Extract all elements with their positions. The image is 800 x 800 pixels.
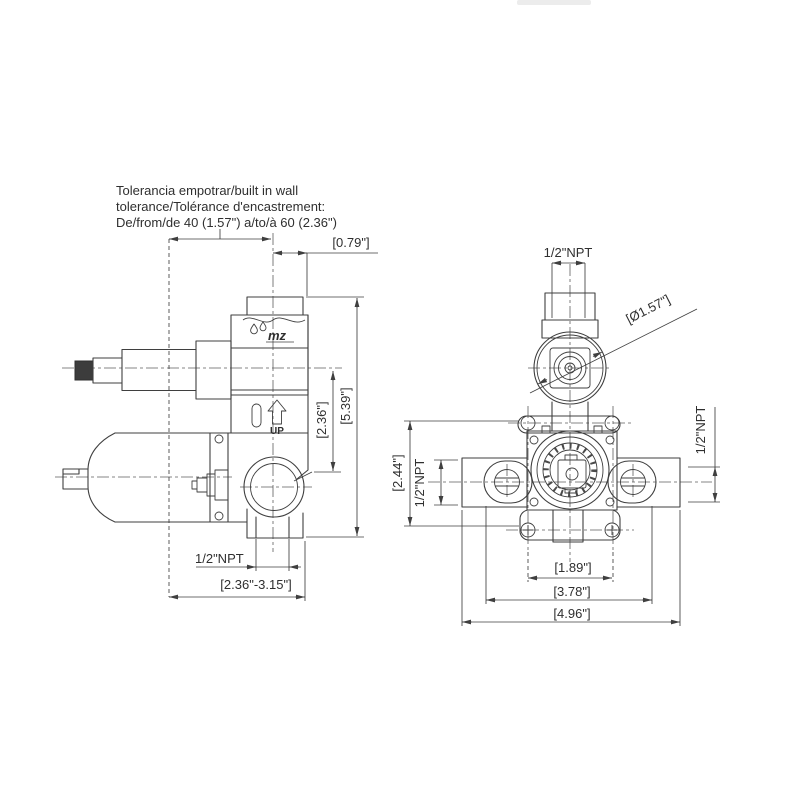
right-ear-boss [607, 460, 657, 504]
side-inlet-wings [461, 457, 681, 508]
thermostat-housing [62, 432, 211, 523]
dim-overall-height: [5.39"] [338, 387, 353, 424]
cartridge-plug [557, 459, 587, 489]
cartridge-inner [549, 449, 591, 491]
bottom-outlet-port [552, 509, 584, 543]
valve-upper-body [230, 296, 309, 396]
thermostat-bore-outer [530, 430, 610, 510]
lower-screw-cross-left [523, 525, 533, 535]
dim-depth-range: [2.36"-3.15"] [220, 577, 291, 592]
outlet-port-outer [243, 456, 305, 518]
brand-logo: mz [250, 321, 294, 343]
dim-overall-width: [4.96"] [553, 606, 590, 621]
top-inlet-pipe [541, 292, 599, 432]
right-npt-label: 1/2"NPT [693, 406, 708, 455]
lower-bracket-screw-left [520, 522, 536, 538]
tolerance-note-line1: Tolerancia empotrar/built in wall [116, 183, 298, 198]
upper-bracket-screw-left [520, 415, 536, 431]
up-label: UP [270, 426, 284, 437]
upper-bracket-screw-right [604, 415, 620, 431]
logo-text: mz [268, 328, 287, 343]
left-npt-label: 1/2"NPT [412, 459, 427, 508]
volume-boss-ring [536, 334, 604, 402]
screenshot-artifact [517, 0, 591, 5]
annotations: Tolerancia empotrar/built in wall tolera… [116, 183, 708, 621]
dim-port-centers: [2.36"] [314, 401, 329, 438]
left-ear-boss [483, 460, 533, 504]
left-ear-screw-slot [495, 477, 519, 487]
volume-boss-outer [533, 331, 607, 405]
volume-stem-ring2 [558, 356, 582, 380]
droplets-icon [250, 321, 267, 335]
plate-screw-top [214, 434, 224, 444]
thermostat-bore-ring [536, 436, 604, 504]
bracket-notches [541, 425, 603, 433]
dim-boss-diameter: [Ø1.57"] [623, 292, 672, 327]
right-ear-screw [620, 469, 646, 495]
body-screw-tl [529, 435, 539, 445]
centerlines [55, 233, 712, 562]
top-npt-label: 1/2"NPT [544, 245, 593, 260]
left-ear-screw [494, 469, 520, 495]
tolerance-note-line2: tolerance/Tolérance d'encastrement: [116, 199, 325, 214]
body-screw-bl [529, 497, 539, 507]
body-screw-br [605, 497, 615, 507]
outlet-npt-label: 1/2"NPT [195, 551, 244, 566]
dim-inner-span: [1.89"] [554, 560, 591, 575]
cartridge-rim [542, 442, 598, 498]
dim-screw-span: [3.78"] [553, 584, 590, 599]
cartridge-spline-ring [543, 443, 597, 497]
up-arrow-icon [267, 399, 287, 425]
dim-face-offset: [0.79"] [332, 235, 369, 250]
right-ear-screw-slot [621, 477, 645, 487]
volume-stem-dot [567, 365, 573, 371]
tolerance-note-line3: De/from/de 40 (1.57") a/to/à 60 (2.36") [116, 215, 337, 230]
handle-spline-knob [74, 360, 94, 381]
lower-screw-cross-right [607, 525, 617, 535]
plug-center-hole [565, 467, 579, 481]
outlet-port-inner [250, 463, 298, 511]
left-view-side: mz UP [62, 296, 309, 539]
dimension-arrows [169, 236, 718, 625]
plug-tabs [564, 454, 578, 494]
volume-cartridge-stem [92, 340, 232, 400]
dimension-lines [168, 229, 720, 626]
body-screw-tr [605, 435, 615, 445]
upper-mounting-bracket [517, 415, 621, 434]
volume-broach-plate [549, 347, 591, 389]
adjuster-bolt [191, 469, 229, 501]
plate-screw-bottom [214, 511, 224, 521]
mounting-slot [251, 403, 262, 428]
dim-bracket-height: [2.44"] [390, 454, 405, 491]
plaster-guard-wave [242, 317, 306, 323]
lower-mounting-bracket [519, 509, 621, 541]
volume-stem-ring1 [553, 351, 587, 385]
lower-bracket-screw-right [604, 522, 620, 538]
right-view-front [461, 292, 681, 543]
valve-lower-body [209, 314, 309, 539]
